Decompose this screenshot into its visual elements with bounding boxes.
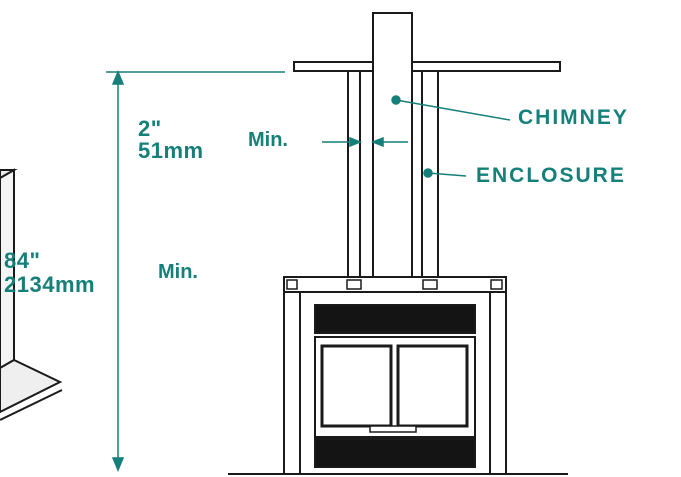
height-mm-label: 2134mm [4,272,96,297]
height-dimension-line [106,70,285,472]
height-inches-label: 84" [4,248,41,273]
clearance-arrows [322,136,408,148]
clearance-inches-label: 2" [138,116,162,141]
top-plate [293,61,561,72]
enclosure-label: ENCLOSURE [476,164,626,187]
clearance-min-label: Min. [248,129,288,151]
chimney-label: CHIMNEY [518,106,629,129]
callout-leaders [391,95,511,178]
chimney-pipe [372,12,413,280]
side-cabinet-drawing [0,168,63,421]
height-min-label: Min. [158,261,198,283]
fireplace-unit [283,276,507,475]
clearance-mm-label: 51mm [138,138,204,163]
